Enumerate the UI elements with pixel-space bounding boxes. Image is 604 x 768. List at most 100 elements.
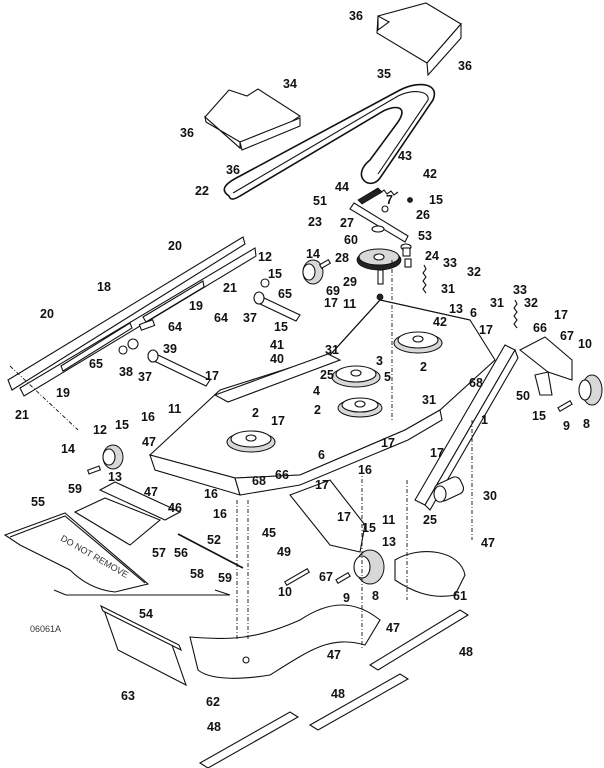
callout-6: 6 [318,448,325,462]
callout-44: 44 [335,180,349,194]
callout-17: 17 [337,510,351,524]
callout-37: 37 [243,311,257,325]
callout-41: 41 [270,338,284,352]
deck-baffles [189,551,466,679]
callout-11: 11 [168,402,181,416]
callout-66: 66 [275,468,289,482]
callout-37: 37 [138,370,152,384]
callout-31: 31 [422,393,436,407]
callout-55: 55 [31,495,45,509]
callout-40: 40 [270,352,284,366]
callout-15: 15 [268,267,282,281]
callout-68: 68 [469,376,483,390]
callout-6: 6 [470,306,477,320]
callout-31: 31 [490,296,504,310]
callout-25: 25 [320,368,334,382]
callout-12: 12 [93,423,107,437]
callout-11: 11 [382,513,395,527]
callout-60: 60 [344,233,358,247]
callout-54: 54 [139,607,153,621]
callout-19: 19 [189,299,203,313]
callout-17: 17 [554,308,568,322]
callout-47: 47 [144,485,158,499]
callout-5: 5 [384,370,391,384]
alignment-lines [236,260,473,650]
callout-58: 58 [190,567,204,581]
callout-15: 15 [362,521,376,535]
callout-45: 45 [262,526,276,540]
callout-36: 36 [180,126,194,140]
callout-17: 17 [271,414,285,428]
callout-64: 64 [214,311,228,325]
callout-1: 1 [481,413,488,427]
callout-43: 43 [398,149,412,163]
callout-18: 18 [97,280,111,294]
callout-16: 16 [213,507,227,521]
callout-30: 30 [483,489,497,503]
callout-13: 13 [449,302,463,316]
callout-17: 17 [315,478,329,492]
callout-59: 59 [218,571,232,585]
callout-2: 2 [314,403,321,417]
callout-39: 39 [163,342,177,356]
gauge-wheels [86,259,332,475]
callout-24: 24 [425,249,439,263]
callout-9: 9 [563,419,570,433]
callout-52: 52 [207,533,221,547]
callout-47: 47 [386,621,400,635]
callout-8: 8 [583,417,590,431]
callout-34: 34 [283,77,297,91]
callout-15: 15 [274,320,288,334]
callout-21: 21 [15,408,29,422]
callout-17: 17 [479,323,493,337]
discharge-chute: DO NOT REMOVE [3,481,182,593]
callout-2: 2 [252,406,259,420]
callout-64: 64 [168,320,182,334]
callout-15: 15 [532,409,546,423]
callout-69: 69 [326,284,340,298]
drawing-code: 06061A [30,624,61,634]
callout-48: 48 [207,720,221,734]
callout-10: 10 [578,337,592,351]
idler-arm [349,187,413,268]
callout-47: 47 [481,536,495,550]
callout-15: 15 [115,418,129,432]
callout-7: 7 [386,193,393,207]
callout-17: 17 [324,296,338,310]
callout-36: 36 [226,163,240,177]
callout-14: 14 [61,442,75,456]
callout-16: 16 [141,410,155,424]
deck-roller [433,476,465,503]
belt-cover-left [204,88,302,151]
callout-32: 32 [524,296,538,310]
callout-3: 3 [376,354,383,368]
springs [372,188,518,329]
callout-53: 53 [418,229,432,243]
deflector [99,604,187,687]
callout-68: 68 [252,474,266,488]
callout-31: 31 [441,282,455,296]
callout-36: 36 [349,9,363,23]
callout-56: 56 [174,546,188,560]
callout-46: 46 [168,501,182,515]
callout-61: 61 [453,589,467,603]
callout-66: 66 [533,321,547,335]
callout-29: 29 [343,275,357,289]
callout-17: 17 [205,369,219,383]
baffle-rails [7,236,257,431]
callout-31: 31 [325,343,339,357]
callout-62: 62 [206,695,220,709]
callout-32: 32 [467,265,481,279]
callout-51: 51 [313,194,327,208]
callout-11: 11 [343,297,356,311]
callout-49: 49 [277,545,291,559]
callout-47: 47 [327,648,341,662]
callout-17: 17 [381,436,395,450]
callout-12: 12 [258,250,272,264]
callout-20: 20 [40,307,54,321]
callout-20: 20 [168,239,182,253]
callout-42: 42 [433,315,447,329]
callout-19: 19 [56,386,70,400]
